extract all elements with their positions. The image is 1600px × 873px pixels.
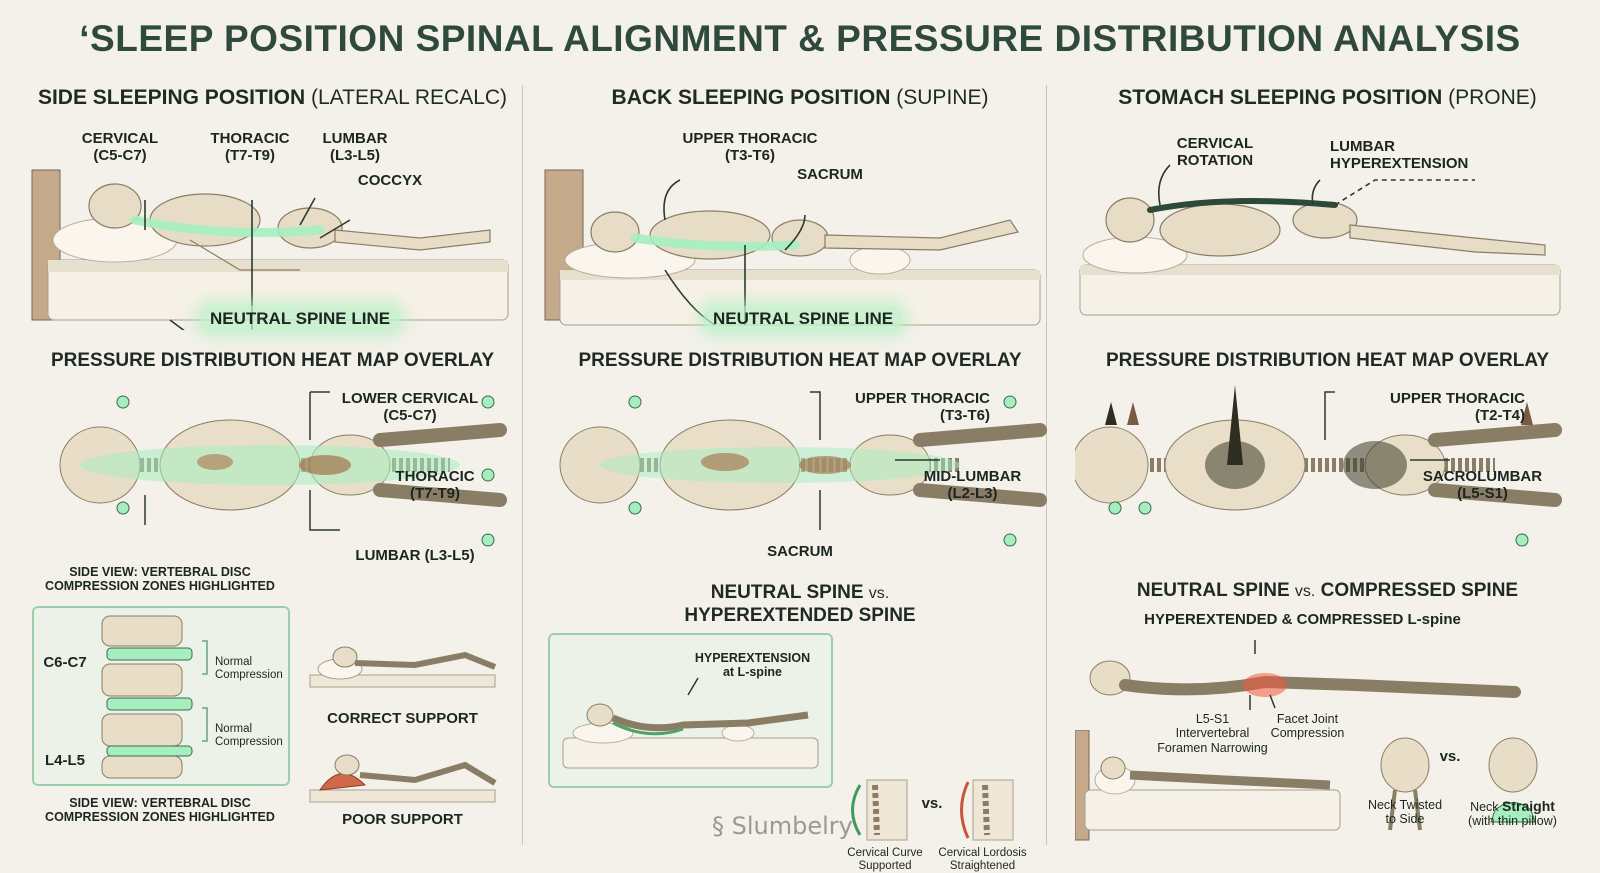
back-heat-sacrum: SACRUM (767, 543, 833, 560)
stomach-label-cervical: CERVICAL ROTATION (1176, 135, 1254, 170)
stomach-heatmap-title: PRESSURE DISTRIBUTION HEAT MAP OVERLAY (1105, 350, 1550, 371)
side-label-thoracic: THORACIC (T7-T9) (210, 130, 290, 165)
side-heat-lumbar: LUMBAR (L3-L5) (355, 547, 475, 564)
side-disc-lower-level: L4-L5 (44, 752, 85, 769)
back-neck-left-caption: Cervical Curve Supported (847, 847, 923, 873)
side-heat-thoracic: THORACIC (T7-T9) (395, 468, 475, 503)
back-hyperextension-illustration (562, 677, 819, 769)
stomach-neck-comparison (1075, 730, 1538, 841)
stomach-label-lumbar: LUMBAR HYPEREXTENSION (1330, 138, 1469, 173)
back-heatmap (559, 391, 1047, 547)
side-poor-support: POOR SUPPORT (342, 811, 463, 828)
stomach-heatmap (1075, 385, 1562, 547)
stomach-neck-left-caption: Neck Twisted to Side (1367, 798, 1443, 827)
back-neck-right-caption: Cervical Lordosis Straightened (938, 847, 1027, 873)
stomach-bed-illustration (1079, 164, 1561, 316)
side-heat-lower-cervical: LOWER CERVICAL (C5-C7) (341, 390, 479, 425)
side-panel-title: SIDE SLEEPING POSITION (LATERAL RECALC) (37, 86, 508, 109)
side-disc-upper-note: Normal Compression (215, 656, 283, 682)
stomach-compare-title: NEUTRAL SPINE vs. COMPRESSED SPINE (1136, 580, 1519, 601)
back-neck-vs: vs. (921, 795, 943, 812)
stomach-neck-right-caption: Neck Straight (with thin pillow) (1468, 798, 1557, 829)
divider-left (522, 85, 523, 845)
stomach-panel-title: STOMACH SLEEPING POSITION (PRONE) (1118, 86, 1537, 109)
panel-stomach-sleeping: STOMACH SLEEPING POSITION (PRONE) CERVIC… (1075, 80, 1580, 860)
side-view-caption-top: SIDE VIEW: VERTEBRAL DISC COMPRESSION ZO… (45, 565, 275, 594)
panel-back-sleeping: BACK SLEEPING POSITION (SUPINE) UPPER TH… (540, 80, 1060, 872)
main-title: ‘SLEEP POSITION SPINAL ALIGNMENT & PRESS… (79, 18, 1521, 59)
side-view-caption-bottom: SIDE VIEW: VERTEBRAL DISC COMPRESSION ZO… (45, 796, 275, 825)
stomach-heat-sacrolumbar: SACROLUMBAR (L5-S1) (1422, 468, 1543, 503)
side-label-lumbar: LUMBAR (L3-L5) (322, 130, 388, 165)
stomach-foramen-label: L5-S1 Intervertebral Foramen Narrowing (1157, 712, 1268, 755)
side-correct-support: CORRECT SUPPORT (327, 710, 478, 727)
divider-right (1046, 85, 1047, 845)
back-label-neutral-spine: NEUTRAL SPINE LINE (703, 306, 904, 332)
stomach-compressed-illustration (1089, 640, 1521, 710)
back-neck-comparison (851, 779, 1014, 841)
stomach-facet-label: Facet Joint Compression (1270, 712, 1345, 741)
side-label-coccyx: COCCYX (357, 172, 423, 189)
back-label-sacrum: SACRUM (797, 166, 863, 183)
back-label-upper-thoracic: UPPER THORACIC (T3-T6) (682, 130, 818, 165)
brand-watermark: § Slumbelry (712, 812, 853, 840)
side-heatmap (59, 391, 507, 547)
stomach-neck-vs: vs. (1439, 748, 1461, 765)
back-bed-illustration (544, 169, 1041, 326)
side-label-neutral-spine: NEUTRAL SPINE LINE (200, 306, 401, 332)
back-heatmap-title: PRESSURE DISTRIBUTION HEAT MAP OVERLAY (578, 350, 1022, 371)
stomach-compare-subtitle: HYPEREXTENDED & COMPRESSED L-spine (1144, 611, 1461, 628)
side-bed-illustration (31, 169, 509, 330)
back-heat-upper-thoracic: UPPER THORACIC (T3-T6) (854, 390, 990, 425)
side-label-cervical: CERVICAL (C5-C7) (81, 130, 159, 165)
back-compare-title: NEUTRAL SPINE vs. HYPEREXTENDED SPINE (684, 582, 916, 626)
back-panel-title: BACK SLEEPING POSITION (SUPINE) (611, 86, 989, 109)
side-disc-upper-level: C6-C7 (43, 654, 87, 671)
side-heatmap-title: PRESSURE DISTRIBUTION HEAT MAP OVERLAY (50, 350, 495, 371)
side-support-illustrations (309, 646, 497, 803)
side-disc-lower-note: Normal Compression (215, 723, 283, 749)
brand-logo-icon: § (712, 812, 724, 840)
panel-side-sleeping: SIDE SLEEPING POSITION (LATERAL RECALC) … (20, 80, 525, 860)
back-heat-mid-lumbar: MID-LUMBAR (L2-L3) (923, 468, 1022, 503)
side-disc-illustration (101, 615, 208, 779)
stomach-heat-upper-thoracic: UPPER THORACIC (T2-T4) (1389, 390, 1525, 425)
back-hyperextension-label: HYPEREXTENSION at L-spine (694, 651, 811, 680)
